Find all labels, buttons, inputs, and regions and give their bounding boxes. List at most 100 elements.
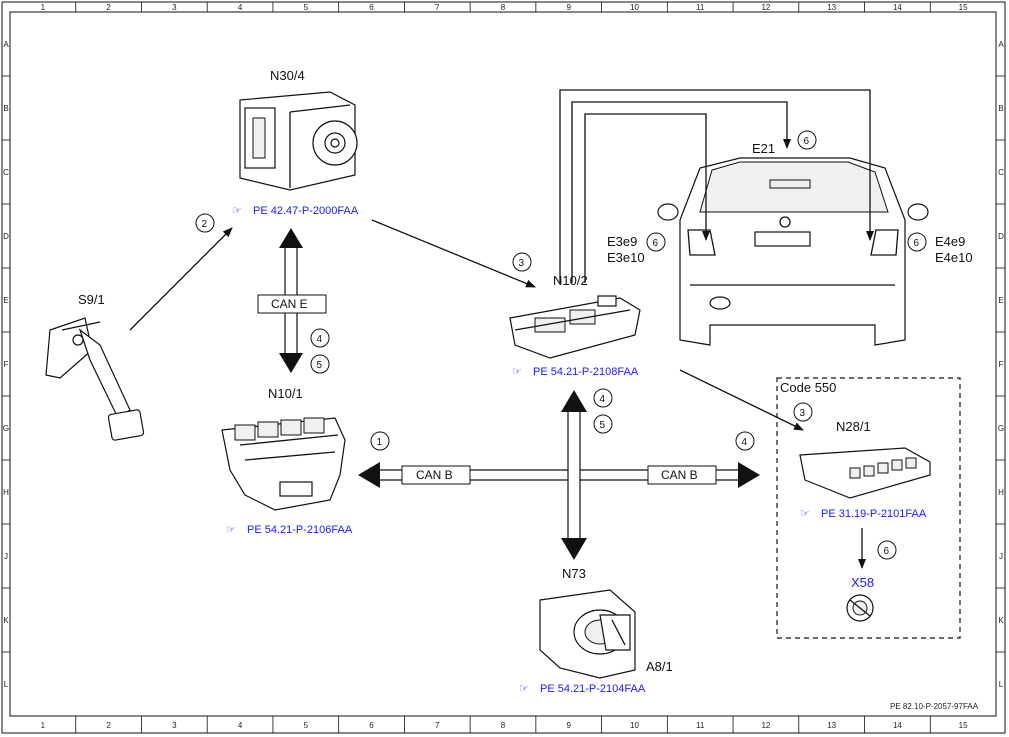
wire-n10-2-to-e21 [571, 101, 791, 283]
svg-text:3: 3 [800, 408, 806, 419]
step-circle-6-x58: 6 [877, 540, 897, 560]
grid-column-label: 13 [827, 721, 836, 730]
grid-row-label: F [4, 360, 9, 369]
grid-column-label: 12 [761, 721, 770, 730]
step-circle-2: 2 [195, 213, 215, 233]
grid-row-label: A [998, 40, 1004, 49]
ref-hand-icon-n10-2: ☞ [512, 366, 522, 378]
svg-text:5: 5 [600, 420, 606, 431]
grid-column-label: 2 [106, 721, 111, 730]
e21-car-rear-component [657, 157, 929, 346]
ref-hand-icon-n30-4: ☞ [232, 205, 242, 217]
step-circle-4-can-b-right: 4 [735, 431, 755, 451]
grid-column-label: 11 [696, 721, 705, 730]
grid-row-label: H [3, 488, 9, 497]
step-circle-3-n10-2: 3 [512, 252, 532, 272]
grid-row-label: K [998, 616, 1004, 625]
grid-column-label: 15 [959, 721, 968, 730]
n73-label: N73 [562, 566, 586, 581]
grid-column-label: 2 [106, 3, 111, 12]
document-id: PE 82.10-P-2057-97FAA [890, 702, 979, 711]
svg-text:1: 1 [377, 437, 383, 448]
n28-1-label: N28/1 [836, 419, 871, 434]
grid-row-label: K [3, 616, 9, 625]
s9-1-component [45, 317, 145, 441]
step-circle-4-can-e: 4 [310, 328, 330, 348]
e3e9-label: E3e9 [607, 234, 637, 249]
svg-text:3: 3 [519, 258, 525, 269]
grid-column-label: 6 [369, 721, 374, 730]
grid-row-label: H [998, 488, 1004, 497]
grid-column-label: 3 [172, 721, 177, 730]
grid-column-label: 15 [959, 3, 968, 12]
grid-row-label: C [3, 168, 9, 177]
grid-row-label: B [998, 104, 1003, 113]
n10-1-label: N10/1 [268, 386, 303, 401]
n30-4-ref[interactable]: PE 42.47-P-2000FAA [253, 205, 359, 217]
n10-1-ref[interactable]: PE 54.21-P-2106FAA [247, 524, 353, 536]
grid-column-label: 9 [567, 3, 572, 12]
grid-row-label: B [3, 104, 8, 113]
n28-1-ref[interactable]: PE 31.19-P-2101FAA [821, 508, 927, 520]
grid-column-label: 10 [630, 3, 639, 12]
s9-1-label: S9/1 [78, 292, 105, 307]
n10-2-ref[interactable]: PE 54.21-P-2108FAA [533, 366, 639, 378]
step-circle-4-can-b-up: 4 [593, 388, 613, 408]
grid-column-label: 5 [304, 3, 309, 12]
can-b-left-label: CAN B [416, 468, 453, 482]
step-circle-5-can-b-up: 5 [593, 414, 613, 434]
svg-text:6: 6 [804, 136, 810, 147]
grid-column-label: 1 [41, 721, 46, 730]
grid-column-label: 14 [893, 721, 902, 730]
grid-row-label: D [3, 232, 9, 241]
step-circle-6-e4: 6 [907, 232, 927, 252]
grid-column-label: 7 [435, 721, 440, 730]
arrow-s9-1-to-n30-4 [129, 227, 233, 331]
can-e-label: CAN E [271, 297, 308, 311]
grid-column-label: 5 [304, 721, 309, 730]
n73-ref[interactable]: PE 54.21-P-2104FAA [540, 683, 646, 695]
code-550-label: Code 550 [780, 380, 836, 395]
grid-row-label: J [4, 552, 8, 561]
svg-text:4: 4 [600, 394, 606, 405]
n10-2-component [509, 295, 641, 359]
grid-column-label: 4 [238, 721, 243, 730]
arrow-n30-4-to-n10-2 [371, 219, 536, 288]
n10-2-label: N10/2 [553, 273, 588, 288]
x58-label[interactable]: X58 [851, 575, 874, 590]
grid-column-label: 13 [827, 3, 836, 12]
svg-text:4: 4 [317, 334, 323, 345]
ref-hand-icon-n28-1: ☞ [800, 508, 810, 520]
e4e9-label: E4e9 [935, 234, 965, 249]
grid-column-label: 12 [761, 3, 770, 12]
e4e10-label: E4e10 [935, 250, 973, 265]
step-circle-5-can-e: 5 [310, 354, 330, 374]
svg-text:4: 4 [742, 437, 748, 448]
ref-hand-icon-n10-1: ☞ [226, 524, 236, 536]
grid-row-label: G [3, 424, 9, 433]
grid-row-label: J [999, 552, 1003, 561]
grid-row-label: G [998, 424, 1004, 433]
a8-1-label: A8/1 [646, 659, 673, 674]
n28-1-component [799, 447, 931, 499]
grid-column-label: 3 [172, 3, 177, 12]
svg-text:6: 6 [653, 238, 659, 249]
grid-row-label: E [998, 296, 1003, 305]
grid-column-label: 7 [435, 3, 440, 12]
svg-text:5: 5 [317, 360, 323, 371]
step-circle-6-e21: 6 [797, 130, 817, 150]
inner-frame [9, 11, 997, 717]
step-circle-3-n28-1: 3 [793, 402, 813, 422]
grid-column-label: 9 [567, 721, 572, 730]
n73-component [539, 589, 636, 679]
step-circle-6-e3: 6 [646, 232, 666, 252]
grid-column-label: 8 [501, 721, 506, 730]
grid-row-label: L [4, 680, 9, 689]
grid-row-label: F [999, 360, 1004, 369]
grid-column-label: 6 [369, 3, 374, 12]
